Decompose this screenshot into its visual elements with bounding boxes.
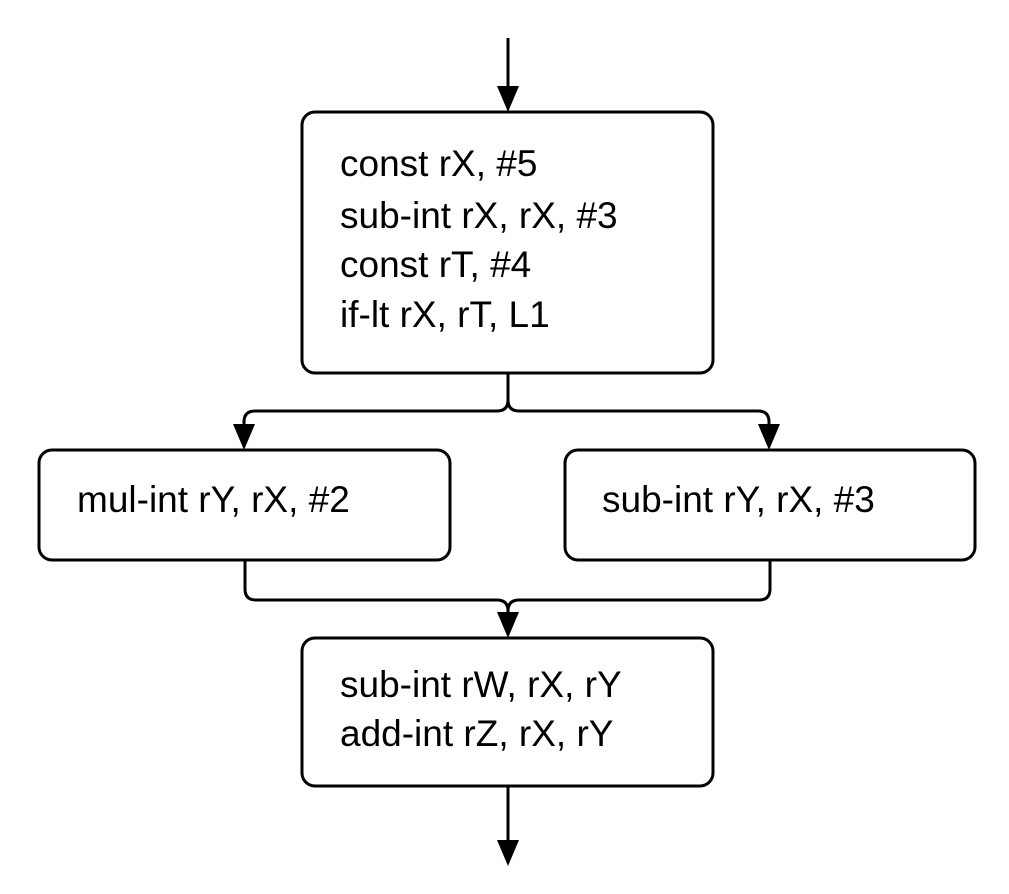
block-merge: sub-int rW, rX, rY add-int rZ, rX, rY — [300, 636, 715, 788]
arrowhead-incoming — [497, 86, 519, 112]
edge-entry-to-left — [242, 373, 510, 426]
block-entry: const rX, #5 sub-int rX, rX, #3 const rT… — [300, 110, 715, 375]
block-right-branch: sub-int rY, rX, #3 — [563, 448, 977, 562]
edge-right-to-merge — [506, 560, 772, 612]
arrowhead-left-branch — [233, 424, 255, 450]
block-right-branch-line-1: sub-int rY, rX, #3 — [602, 479, 875, 520]
block-merge-line-2: add-int rZ, rX, rY — [340, 713, 613, 754]
arrowhead-right-branch — [758, 424, 780, 450]
arrowhead-outgoing — [497, 840, 519, 866]
block-merge-box — [300, 636, 715, 788]
edge-left-to-merge — [243, 560, 510, 614]
block-entry-line-2: sub-int rX, rX, #3 — [340, 195, 618, 236]
edge-entry-to-right — [506, 399, 771, 426]
block-entry-line-1: const rX, #5 — [340, 143, 537, 184]
block-left-branch: mul-int rY, rX, #2 — [37, 448, 452, 562]
block-left-branch-line-1: mul-int rY, rX, #2 — [77, 479, 350, 520]
block-entry-line-4: if-lt rX, rT, L1 — [340, 294, 550, 335]
block-merge-line-1: sub-int rW, rX, rY — [340, 664, 622, 705]
block-entry-line-3: const rT, #4 — [340, 244, 531, 285]
arrowhead-merge — [497, 612, 519, 638]
